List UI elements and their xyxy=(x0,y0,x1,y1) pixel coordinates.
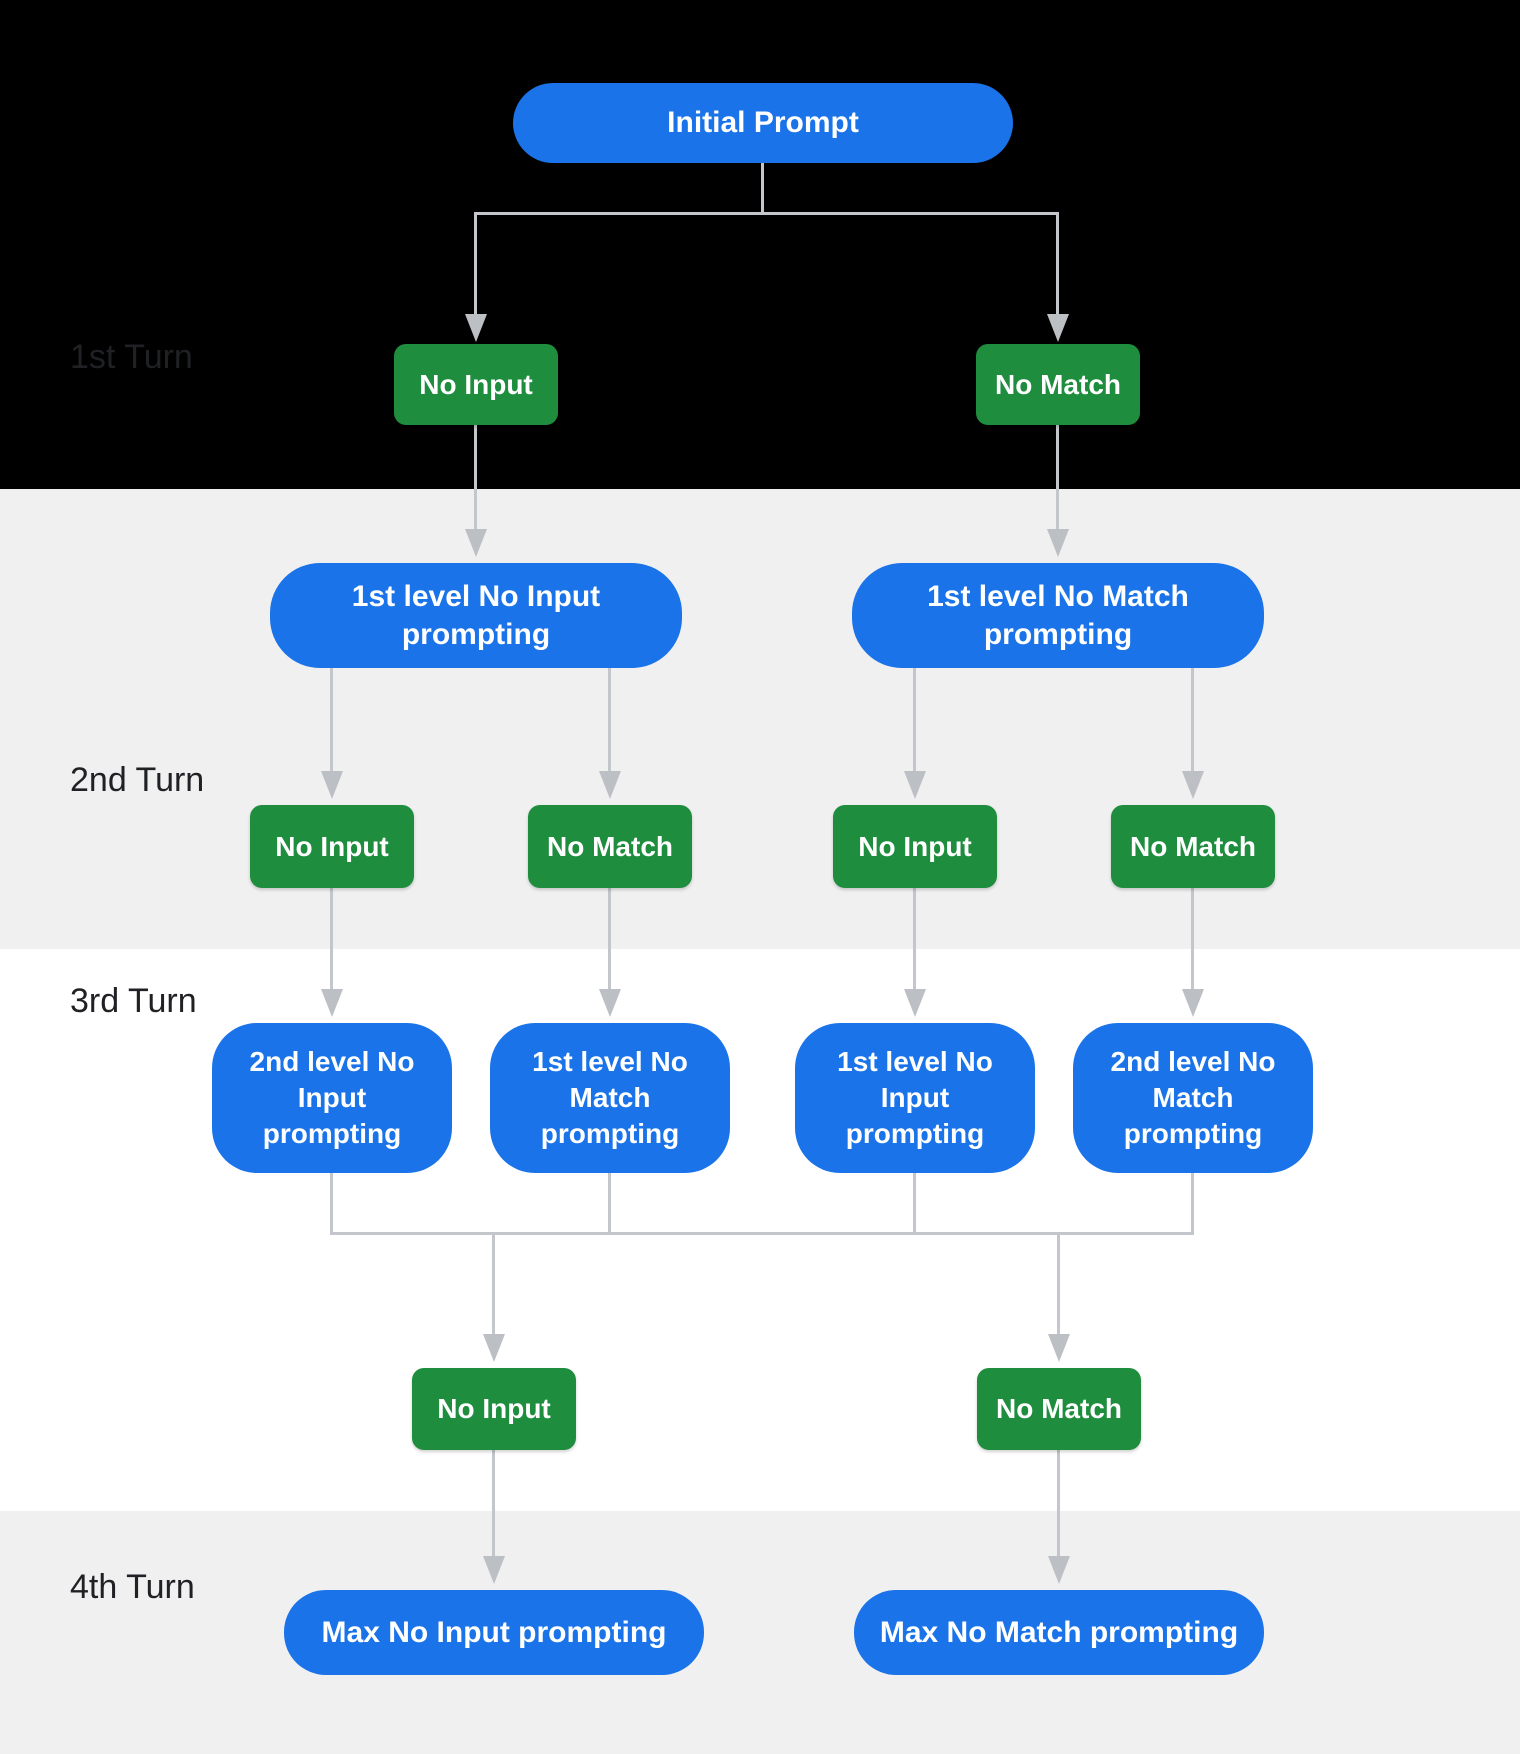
connector-line xyxy=(1057,1450,1060,1556)
turn-label-2: 2nd Turn xyxy=(70,761,205,799)
connector-line xyxy=(1191,668,1194,771)
turn3-prompt-1-node: 2nd level No Input prompting xyxy=(212,1023,452,1173)
arrow-head-icon xyxy=(1047,529,1069,557)
turn2-no-input-prompt-node: 1st level No Input prompting xyxy=(270,563,682,668)
connector-line xyxy=(1056,425,1059,531)
turn4-no-match-node: No Match xyxy=(977,1368,1141,1450)
turn-label-4: 4th Turn xyxy=(70,1568,195,1606)
turn4-no-input-label: No Input xyxy=(437,1393,551,1424)
turn3-prompt-4-label: 2nd level No Match prompting xyxy=(1110,1046,1276,1149)
connector-line xyxy=(330,668,333,771)
connector-line xyxy=(1191,1173,1194,1235)
turn3-prompt-2-label: 1st level No Match prompting xyxy=(532,1046,688,1149)
arrow-head-icon xyxy=(1182,989,1204,1017)
arrow-head-icon xyxy=(599,989,621,1017)
turn2-no-match-right-label: No Match xyxy=(1130,830,1256,862)
turn2-no-input-right-node: No Input xyxy=(833,805,997,888)
arrow-head-icon xyxy=(483,1556,505,1584)
arrow-head-icon xyxy=(1048,1334,1070,1362)
arrow-head-icon xyxy=(599,771,621,799)
connector-line xyxy=(608,668,611,771)
turn3-prompt-3-node: 1st level No Input prompting xyxy=(795,1023,1035,1173)
connector-line xyxy=(330,888,333,989)
connector-line xyxy=(330,1173,333,1235)
max-no-input-prompting-node: Max No Input prompting xyxy=(284,1590,704,1675)
arrow-head-icon xyxy=(904,771,926,799)
band-turn1 xyxy=(0,0,1520,489)
turn2-no-match-prompt-label: 1st level No Match prompting xyxy=(927,579,1189,651)
initial-prompt-label: Initial Prompt xyxy=(667,106,859,139)
turn1-no-match-node: No Match xyxy=(976,344,1140,425)
connector-line xyxy=(1056,212,1059,316)
arrow-head-icon xyxy=(1048,1556,1070,1584)
band-turn2 xyxy=(0,489,1520,949)
arrow-head-icon xyxy=(483,1334,505,1362)
connector-line xyxy=(330,1232,1194,1235)
arrow-head-icon xyxy=(1182,771,1204,799)
turn-label-3: 3rd Turn xyxy=(70,982,197,1020)
arrow-head-icon xyxy=(465,529,487,557)
arrow-head-icon xyxy=(321,989,343,1017)
connector-line xyxy=(913,888,916,989)
connector-line xyxy=(913,1173,916,1235)
turn2-no-match-left-label: No Match xyxy=(547,830,673,862)
arrow-head-icon xyxy=(904,989,926,1017)
turn4-no-match-label: No Match xyxy=(996,1393,1122,1424)
initial-prompt-node: Initial Prompt xyxy=(513,83,1013,163)
connector-line xyxy=(492,1232,495,1334)
max-no-match-prompting-node: Max No Match prompting xyxy=(854,1590,1264,1675)
connector-line xyxy=(1057,1232,1060,1334)
turn1-no-match-label: No Match xyxy=(995,368,1121,400)
connector-line xyxy=(608,1173,611,1235)
connector-line xyxy=(913,668,916,771)
turn2-no-input-left-label: No Input xyxy=(275,830,389,862)
turn3-prompt-2-node: 1st level No Match prompting xyxy=(490,1023,730,1173)
connector-line xyxy=(474,212,477,316)
turn2-no-match-right-node: No Match xyxy=(1111,805,1275,888)
connector-line xyxy=(474,425,477,531)
turn2-no-input-right-label: No Input xyxy=(858,830,972,862)
connector-line xyxy=(1191,888,1194,989)
arrow-head-icon xyxy=(465,314,487,342)
turn1-no-input-node: No Input xyxy=(394,344,558,425)
band-turn4 xyxy=(0,1511,1520,1754)
arrow-head-icon xyxy=(321,771,343,799)
connector-line xyxy=(476,212,1058,215)
turn3-prompt-4-node: 2nd level No Match prompting xyxy=(1073,1023,1313,1173)
turn2-no-input-left-node: No Input xyxy=(250,805,414,888)
turn3-prompt-3-label: 1st level No Input prompting xyxy=(837,1046,993,1149)
turn2-no-input-prompt-label: 1st level No Input prompting xyxy=(351,579,601,651)
turn4-no-input-node: No Input xyxy=(412,1368,576,1450)
connector-line xyxy=(608,888,611,989)
max-no-input-prompting-label: Max No Input prompting xyxy=(321,1615,667,1649)
turn1-no-input-label: No Input xyxy=(419,368,533,400)
connector-line xyxy=(761,163,764,214)
max-no-match-prompting-label: Max No Match prompting xyxy=(879,1615,1239,1649)
turn-label-1: 1st Turn xyxy=(70,338,193,376)
turn2-no-match-left-node: No Match xyxy=(528,805,692,888)
connector-line xyxy=(492,1450,495,1556)
arrow-head-icon xyxy=(1047,314,1069,342)
turn2-no-match-prompt-node: 1st level No Match prompting xyxy=(852,563,1264,668)
turn3-prompt-1-label: 2nd level No Input prompting xyxy=(249,1046,415,1149)
